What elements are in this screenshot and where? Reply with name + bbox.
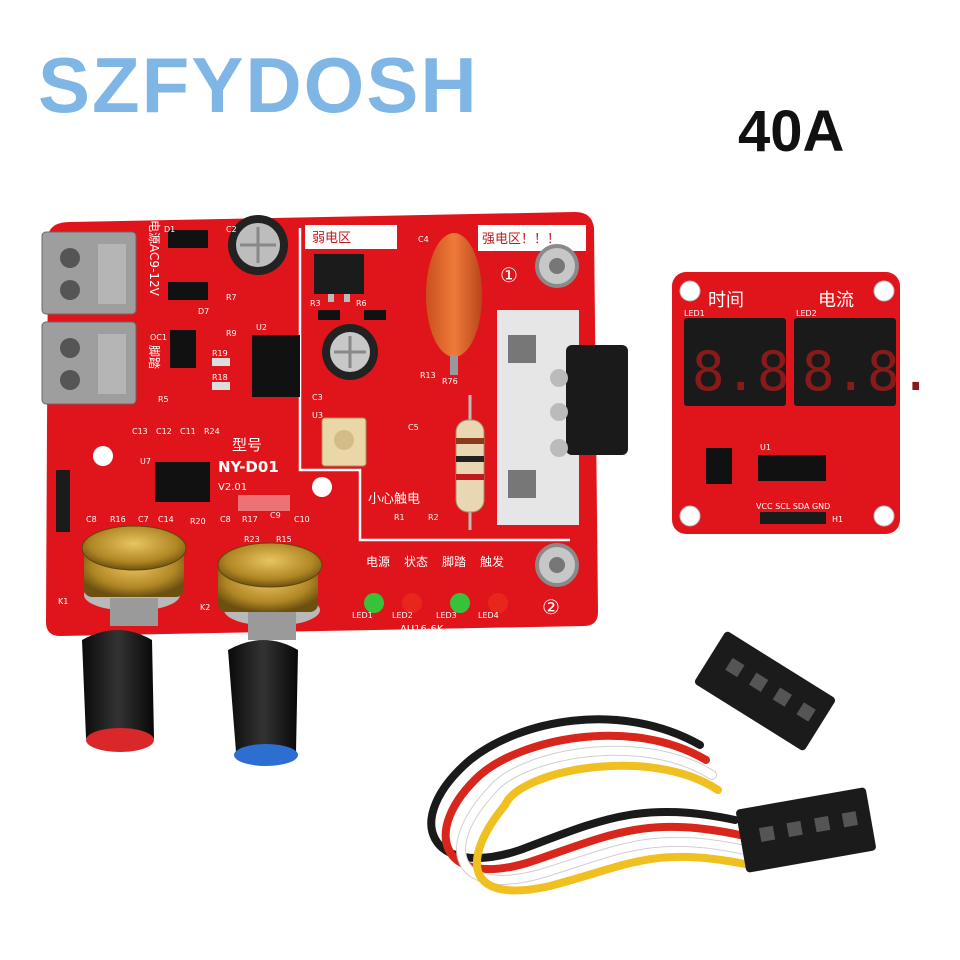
comp-r18: R18 <box>212 373 228 382</box>
comp-r3: R3 <box>310 299 321 308</box>
comp-c8a: C8 <box>86 515 97 524</box>
comp-c7: C7 <box>138 515 149 524</box>
time-label: 时间 <box>708 290 744 311</box>
comp-d1: D1 <box>164 225 175 234</box>
display-header-label: H1 <box>832 515 843 524</box>
comp-c3: C3 <box>312 393 323 402</box>
comp-r17: R17 <box>242 515 258 524</box>
status-label-trigger: 触发 <box>480 554 504 569</box>
status-label-pedal: 脚踏 <box>442 554 466 569</box>
status-led-pedal <box>450 593 470 613</box>
knob-cap-k2[interactable] <box>228 640 298 760</box>
led-tag-1: LED1 <box>352 611 373 620</box>
comp-u7: U7 <box>140 457 151 466</box>
brand-logo-text: SZFYDOSH <box>38 41 479 129</box>
display-led-tag-2: LED2 <box>796 309 817 318</box>
board-version: V2.01 <box>218 482 247 493</box>
comp-d7: D7 <box>198 307 209 316</box>
power-input-label: 电源AC9-12V <box>147 220 161 297</box>
display-board: 时间 电流 LED1 LED2 8.8. 8.8. U1 VCC SCL SDA… <box>672 272 932 534</box>
power-resistor <box>455 395 485 530</box>
status-label-power: 电源 <box>366 555 390 569</box>
status-label-state: 状态 <box>404 555 428 569</box>
led-tag-4: LED4 <box>478 611 499 620</box>
display-led-tag-1: LED1 <box>684 309 705 318</box>
comp-r15: R15 <box>276 535 292 544</box>
display-chip-label: U1 <box>760 443 771 452</box>
comp-r13: R13 <box>420 371 436 380</box>
dupont-connector-top <box>694 631 836 751</box>
comp-r16: R16 <box>110 515 126 524</box>
thyristor-q1 <box>550 345 628 457</box>
led-tag-2: LED2 <box>392 611 413 620</box>
comp-r9: R9 <box>226 329 237 338</box>
model-number: NY-D01 <box>218 458 279 476</box>
potentiometer-k1[interactable] <box>81 525 187 752</box>
status-led-trigger <box>488 593 508 613</box>
knob-cap-k1[interactable] <box>82 630 154 747</box>
display-driver-ic <box>758 455 826 481</box>
shock-caution-label: 小心触电 <box>368 492 420 507</box>
comp-r2: R2 <box>428 513 439 522</box>
comp-r19: R19 <box>212 349 228 358</box>
ic-u7 <box>155 462 210 502</box>
comp-c5: C5 <box>408 423 419 432</box>
potentiometer-k2[interactable] <box>217 542 323 766</box>
comp-c4: C4 <box>418 235 429 244</box>
comp-c2: C2 <box>226 225 237 234</box>
dupont-cable <box>427 715 754 895</box>
comp-oc1: OC1 <box>150 333 167 342</box>
comp-r7: R7 <box>226 293 237 302</box>
comp-r5: R5 <box>158 395 169 404</box>
strong-zone-box <box>478 225 586 251</box>
comp-c8b: C8 <box>220 515 231 524</box>
comp-r24: R24 <box>204 427 220 436</box>
optocoupler-oc1 <box>170 330 196 368</box>
comp-c12: C12 <box>156 427 172 436</box>
display-pin-labels: VCC SCL SDA GND <box>756 502 830 511</box>
comp-c13: C13 <box>132 427 148 436</box>
dupont-connector-bottom <box>736 787 876 873</box>
marker-1: ① <box>500 263 518 287</box>
weak-zone-label: 弱电区 <box>312 231 351 246</box>
film-capacitor-c4 <box>426 233 482 375</box>
ic-u2 <box>252 335 300 397</box>
weak-zone-box <box>305 225 397 249</box>
strong-zone-label: 强电区！！！ <box>482 232 560 247</box>
comp-r76: R76 <box>442 377 458 386</box>
led-tag-3: LED3 <box>436 611 457 620</box>
comp-u3: U3 <box>312 411 323 420</box>
pedal-terminal-label: 脚踏 <box>147 345 162 369</box>
power-terminal-block <box>41 231 137 315</box>
part-code: AU16-6K <box>400 624 444 635</box>
model-label: 型号 <box>232 436 262 454</box>
comp-r1: R1 <box>394 513 405 522</box>
current-digits: 8.8. <box>802 340 932 403</box>
comp-c9: C9 <box>270 511 281 520</box>
current-rating-label: 40A <box>738 99 845 164</box>
comp-c10: C10 <box>294 515 310 524</box>
pedal-terminal-block <box>41 321 137 405</box>
main-controller-board: 弱电区 强电区！！！ 型号 NY-D01 V2.01 小心触电 电源AC9-12… <box>41 212 628 636</box>
current-seven-segment-display: 8.8. <box>794 318 932 406</box>
comp-r23: R23 <box>244 535 260 544</box>
electrolytic-capacitor-1 <box>228 215 288 275</box>
status-led-state <box>402 593 422 613</box>
comp-u2: U2 <box>256 323 267 332</box>
current-label: 电流 <box>818 290 854 311</box>
knob-label-k1: K1 <box>58 597 68 606</box>
electrolytic-capacitor-2 <box>322 324 378 380</box>
status-led-power <box>364 593 384 613</box>
comp-r6: R6 <box>356 299 367 308</box>
voltage-regulator <box>314 254 364 294</box>
knob-label-k2: K2 <box>200 603 210 612</box>
comp-c11: C11 <box>180 427 196 436</box>
comp-r20: R20 <box>190 517 206 526</box>
marker-2: ② <box>542 595 560 619</box>
comp-c14: C14 <box>158 515 174 524</box>
